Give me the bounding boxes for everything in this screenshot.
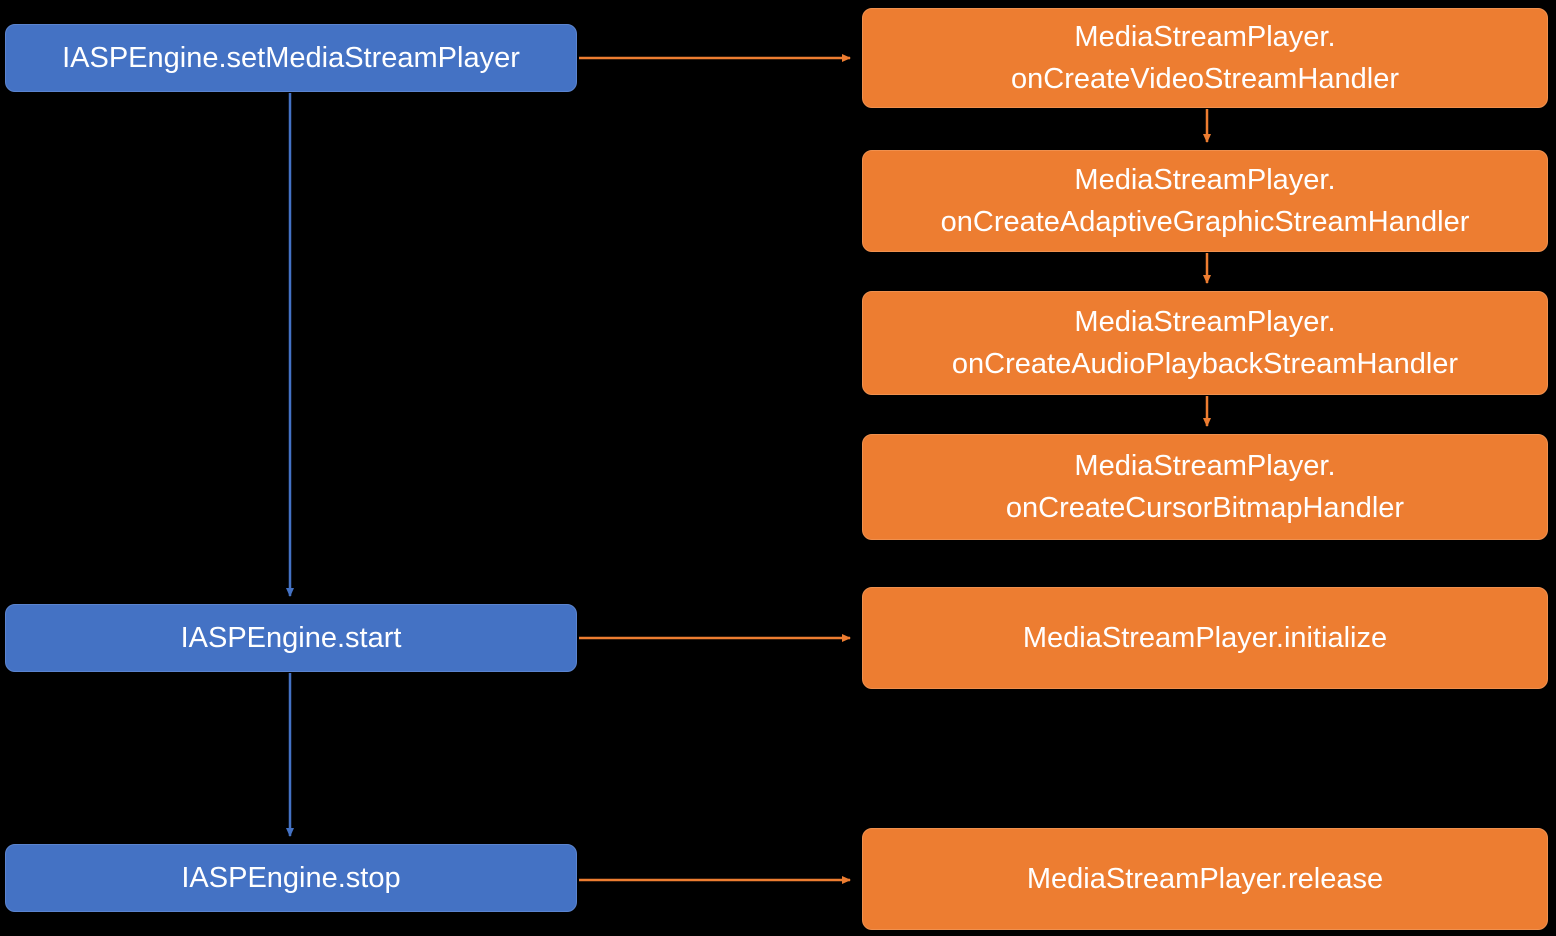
- node-label: MediaStreamPlayer.release: [1026, 862, 1384, 895]
- node-mediastreamplayer-initialize: MediaStreamPlayer.initialize: [862, 587, 1548, 689]
- node-iaspengine-stop: IASPEngine.stop: [5, 844, 577, 912]
- node-oncreatevideostreamhandler: MediaStreamPlayer. onCreateVideoStreamHa…: [862, 8, 1548, 108]
- node-label: MediaStreamPlayer. onCreateAdaptiveGraph…: [940, 163, 1470, 238]
- node-oncreateadaptivegraphicstreamhandler: MediaStreamPlayer. onCreateAdaptiveGraph…: [862, 150, 1548, 252]
- node-label: IASPEngine.stop: [181, 861, 401, 894]
- node-label: MediaStreamPlayer.initialize: [1022, 621, 1388, 654]
- node-mediastreamplayer-release: MediaStreamPlayer.release: [862, 828, 1548, 930]
- node-oncreateaudioplaybackstreamhandler: MediaStreamPlayer. onCreateAudioPlayback…: [862, 291, 1548, 395]
- node-iaspengine-start: IASPEngine.start: [5, 604, 577, 672]
- node-label: IASPEngine.setMediaStreamPlayer: [62, 41, 520, 74]
- node-label: IASPEngine.start: [180, 621, 402, 654]
- node-iaspengine-setmediastreamplayer: IASPEngine.setMediaStreamPlayer: [5, 24, 577, 92]
- node-label: MediaStreamPlayer. onCreateAudioPlayback…: [951, 305, 1459, 380]
- node-label: MediaStreamPlayer. onCreateCursorBitmapH…: [1005, 449, 1405, 524]
- node-oncreatecursorbitmaphandler: MediaStreamPlayer. onCreateCursorBitmapH…: [862, 434, 1548, 540]
- node-label: MediaStreamPlayer. onCreateVideoStreamHa…: [1011, 20, 1399, 95]
